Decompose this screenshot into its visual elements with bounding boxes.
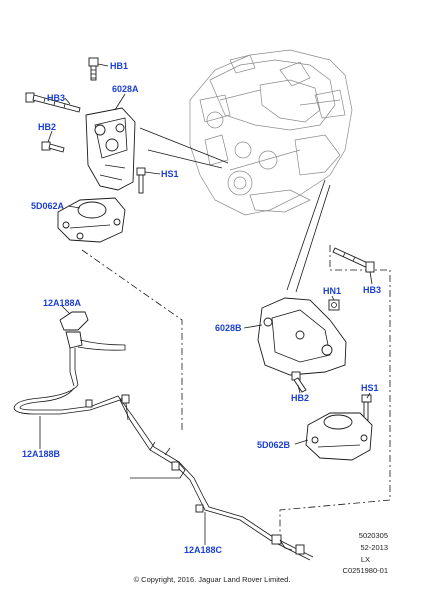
bracket-6028a [85,107,136,191]
label-hb3-left: HB3 [47,93,66,103]
copyright-notice: © Copyright, 2016. Jaguar Land Rover Lim… [133,575,291,584]
mount-5d062b [305,412,373,461]
connector-12a188a [59,311,126,351]
bolt-hb2-left [41,141,65,153]
engine-illustration [189,49,353,216]
stud-hs1-top [136,167,146,194]
label-12a188a: 12A188A [43,298,82,308]
label-12a188b: 12A188B [22,449,61,459]
label-5d062b: 5D062B [257,440,291,450]
bracket-6028b [257,297,347,376]
label-hb2-left: HB2 [38,122,57,132]
label-hs1-top: HS1 [161,169,179,179]
label-5d062a: 5D062A [31,201,65,211]
diagram-ref-number: 5020305 [358,531,388,540]
label-hb2-right: HB2 [291,393,310,403]
bolt-hb3-right [332,247,375,273]
diagram-illustration-code: C0251980-01 [342,566,388,575]
bolt-hb2-right [291,371,307,393]
label-hn1: HN1 [323,286,342,296]
bolt-hb1 [88,57,99,81]
label-6028b: 6028B [215,323,242,333]
nut-hn1 [328,299,340,311]
label-hs1-right: HS1 [361,383,379,393]
diagram-model-code: LX [360,555,370,564]
label-hb3-right: HB3 [363,285,382,295]
label-12a188c: 12A188C [184,545,223,555]
label-6028a: 6028A [112,84,139,94]
bolt-hb3-left [25,92,81,113]
wiring-harness [13,348,314,561]
diagram-date-code: 52-2013 [360,543,388,552]
mount-5d062a [57,197,126,243]
label-hb1: HB1 [110,61,129,71]
